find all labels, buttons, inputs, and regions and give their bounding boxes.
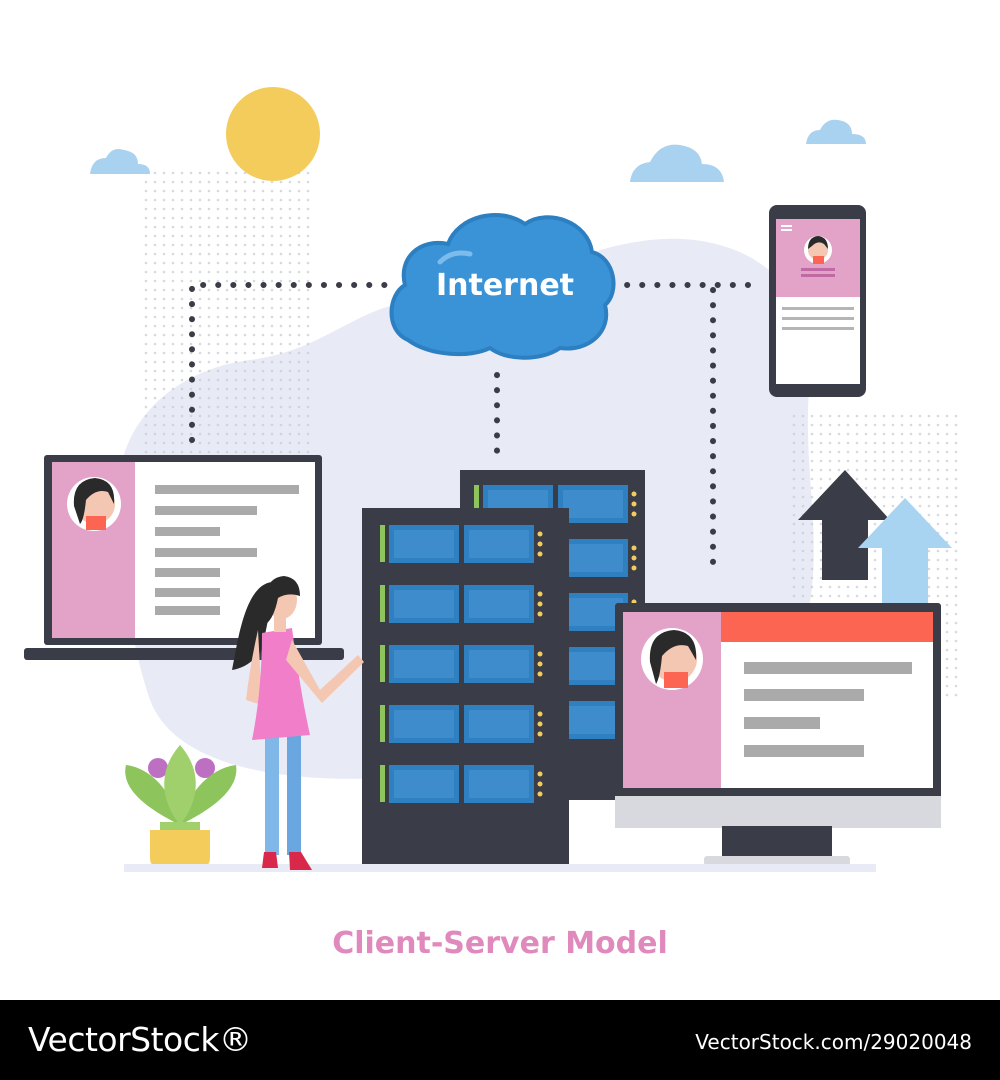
halftone-left (140, 170, 315, 460)
connection-lines (189, 282, 758, 571)
sky-cloud-icon (90, 149, 150, 174)
potted-plant-icon (125, 745, 237, 868)
sky-cloud-icon (630, 144, 724, 182)
upload-arrow-dark-icon (798, 470, 890, 580)
server-rack-front (362, 508, 569, 866)
sun-icon (226, 87, 320, 181)
watermark-brand: VectorStock® (28, 1020, 252, 1059)
sky-cloud-icon (806, 119, 866, 144)
internet-cloud-label: Internet (435, 268, 575, 303)
ground-line (124, 864, 876, 872)
internet-cloud-icon (389, 212, 616, 360)
diagram-caption: Client-Server Model (332, 926, 668, 961)
watermark-image-id: VectorStock.com/29020048 (695, 1030, 972, 1054)
upload-arrow-light-icon (858, 498, 952, 612)
smartphone-icon (769, 205, 866, 397)
woman-figure (232, 576, 364, 870)
laptop-icon (24, 455, 344, 660)
watermark-bar: VectorStock® VectorStock.com/29020048 (0, 1000, 1000, 1080)
desktop-monitor-icon (615, 603, 941, 866)
